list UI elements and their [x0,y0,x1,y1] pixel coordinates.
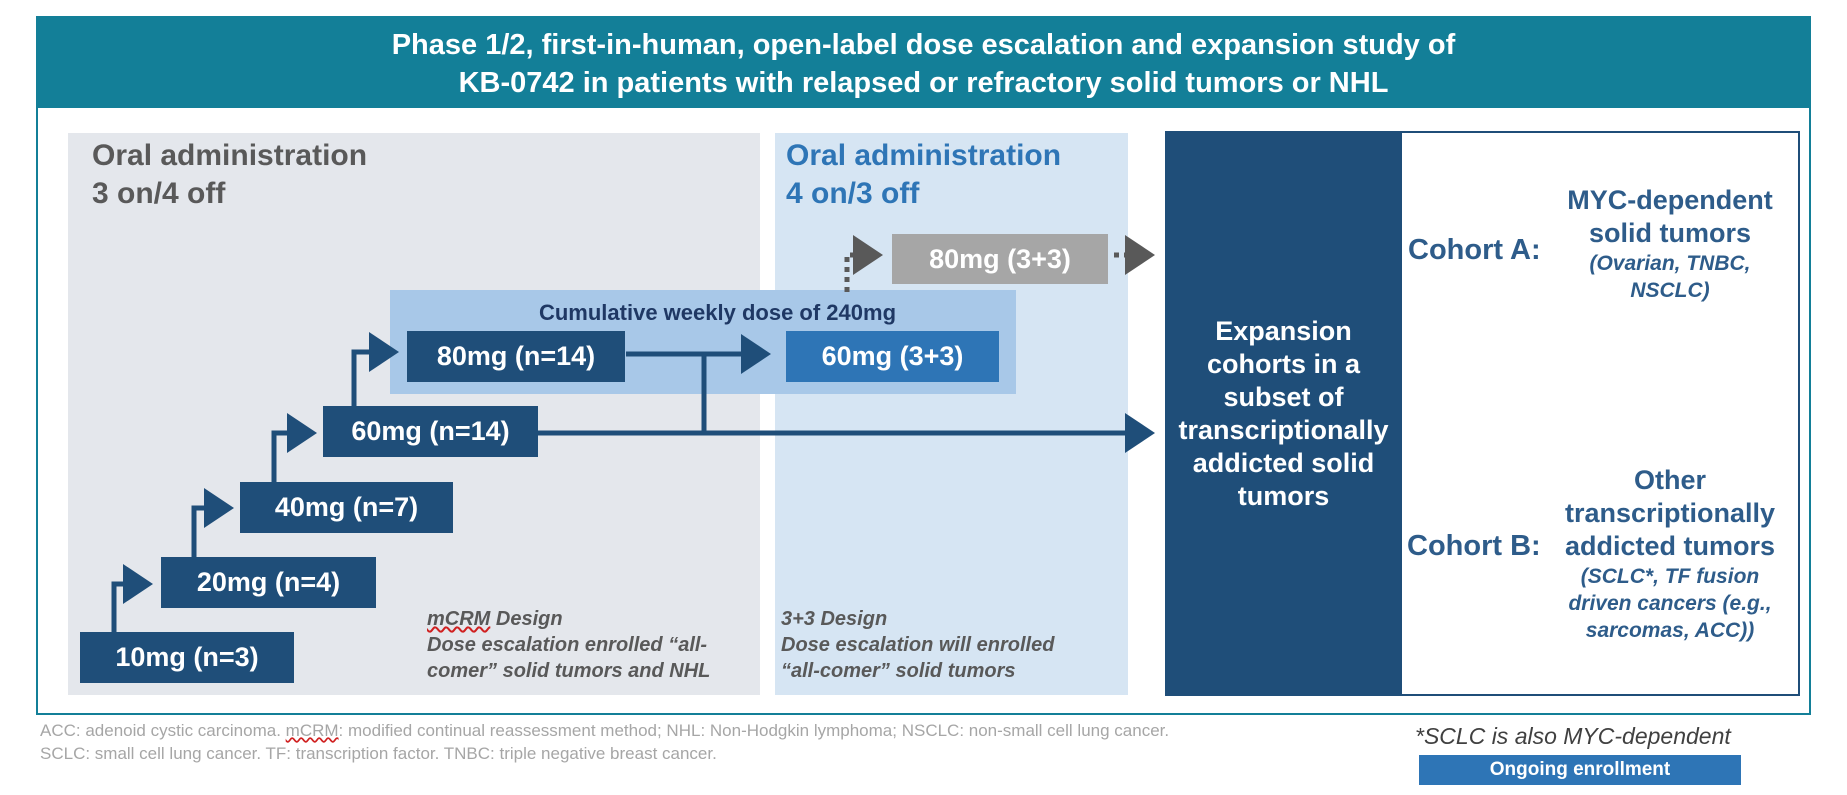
expansion-line-4: transcriptionally [1178,414,1389,445]
study-title-line-2: KB-0742 in patients with relapsed or ref… [458,67,1389,99]
dose-60mg-3plus3: 60mg (3+3) [786,331,999,382]
left-heading-line-2: 3 on/4 off [92,177,226,210]
step-arrow-10-20 [111,564,153,632]
expansion-cohorts-label: Expansion cohorts in a subset of transcr… [1165,131,1402,696]
footnote-acc: ACC: adenoid cystic carcinoma. [40,721,286,740]
cohort-b-sub-line-1: (SCLC*, TF fusion [1580,565,1760,588]
study-title-line-1: Phase 1/2, first-in-human, open-label do… [391,29,1456,61]
three-plus-three-note: 3+3 Design Dose escalation will enrolled… [781,606,1054,684]
dose-20mg: 20mg (n=4) [161,557,376,608]
mid-heading-line-1: Oral administration [786,139,1062,172]
dose-60mg: 60mg (n=14) [323,406,538,457]
step-arrow-20-40 [191,488,234,557]
cohort-b-subtitle: (SCLC*, TF fusion driven cancers (e.g., … [1545,563,1795,644]
footnote-line-1: ACC: adenoid cystic carcinoma. mCRM: mod… [40,721,1169,741]
step-arrow-40-60 [271,413,317,482]
footnote-definitions: : modified continual reassessment method… [338,721,1170,740]
33-note-line-1: 3+3 Design [781,608,888,630]
expansion-line-3: subset of [1223,381,1344,412]
cohort-a-label: Cohort A: [1408,234,1541,266]
left-heading-line-1: Oral administration [92,139,368,172]
cumulative-dose-label: Cumulative weekly dose of 240mg [538,300,897,325]
33-note-line-2: Dose escalation will enrolled [781,634,1055,656]
mcrm-note-line-2: Dose escalation enrolled “all- [427,634,708,656]
cohort-a-description: MYC-dependent solid tumors (Ovarian, TNB… [1545,184,1795,304]
footnote-line-2: SCLC: small cell lung cancer. TF: transc… [40,744,717,763]
cohort-b-title: Other transcriptionally addicted tumors [1545,464,1795,563]
design-word: Design [490,608,563,630]
dose-10mg: 10mg (n=3) [80,632,294,683]
cohort-b-description: Other transcriptionally addicted tumors … [1545,464,1795,644]
panel-4on3off [775,133,1128,695]
expansion-line-1: Expansion [1215,315,1352,346]
mcrm-design-note: mCRM Design Dose escalation enrolled “al… [427,606,710,684]
cohort-b-title-line-2: transcriptionally [1564,498,1776,528]
expansion-line-6: tumors [1237,480,1330,511]
cohort-a-title-line-1: MYC-dependent [1567,185,1773,215]
expansion-line-5: addicted solid [1192,447,1375,478]
footnote-mcrm: mCRM [285,721,339,740]
study-title-banner: Phase 1/2, first-in-human, open-label do… [36,16,1811,108]
cohort-a-title-line-2: solid tumors [1588,218,1751,248]
mcrm-note-line-3: comer” solid tumors and NHL [427,660,711,682]
dose-40mg: 40mg (n=7) [240,482,453,533]
left-panel-heading: Oral administration 3 on/4 off [92,137,367,213]
cohort-b-sub-line-2: driven cancers (e.g., [1568,592,1772,615]
cohort-a-subtitle: (Ovarian, TNBC, NSCLC) [1545,250,1795,304]
cohort-b-sub-line-3: sarcomas, ACC)) [1585,619,1755,642]
cohort-a-sub-line-2: NSCLC) [1630,279,1710,302]
cohort-b-label: Cohort B: [1407,530,1541,562]
mid-heading-line-2: 4 on/3 off [786,177,920,210]
ongoing-enrollment-badge: Ongoing enrollment [1419,755,1741,785]
expansion-line-2: cohorts in a [1206,348,1361,379]
cohort-b-title-line-3: addicted tumors [1564,531,1776,561]
cohort-a-title: MYC-dependent solid tumors [1545,184,1795,250]
step-arrow-60-80 [351,332,399,406]
dotted-arrow-up [844,235,883,292]
cohort-a-sub-line-1: (Ovarian, TNBC, [1589,252,1751,275]
dose-80mg: 80mg (n=14) [407,331,625,382]
33-note-line-3: “all-comer” solid tumors [781,660,1016,682]
sclc-myc-note: *SCLC is also MYC-dependent [1415,723,1731,749]
dose-80mg-3plus3: 80mg (3+3) [892,234,1108,284]
mcrm-term: mCRM [427,608,491,630]
mcrm-note-line-1: mCRM Design [427,606,710,632]
cohort-b-title-line-1: Other [1633,465,1706,495]
mid-panel-heading: Oral administration 4 on/3 off [786,137,1061,213]
